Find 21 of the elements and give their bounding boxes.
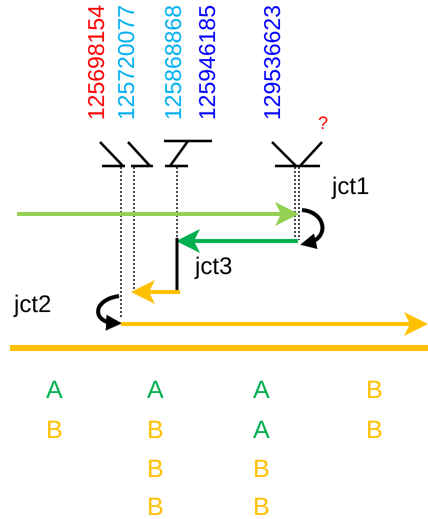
cell-letter: B bbox=[366, 418, 383, 443]
cell-letter: A bbox=[253, 378, 270, 403]
junction-label: jct2 bbox=[14, 293, 52, 317]
coordinate-label: 129536623 bbox=[261, 5, 284, 120]
cell-letter: B bbox=[147, 457, 164, 482]
coordinate-label: 125946185 bbox=[196, 5, 219, 120]
cell-letter: B bbox=[147, 418, 164, 443]
cell-letter: B bbox=[147, 495, 164, 519]
coordinate-label: 125720077 bbox=[115, 5, 138, 120]
coordinate-label: 125868868 bbox=[162, 5, 185, 120]
question-mark: ? bbox=[318, 114, 328, 132]
cell-letter: A bbox=[147, 378, 164, 403]
cell-letter: A bbox=[253, 418, 270, 443]
cell-letter: B bbox=[253, 457, 270, 482]
junction-label: jct1 bbox=[332, 175, 370, 199]
cell-letter: A bbox=[46, 378, 63, 403]
cell-letter: B bbox=[46, 418, 63, 443]
coordinate-label: 125698154 bbox=[85, 5, 108, 120]
junction-label: jct3 bbox=[195, 255, 232, 279]
cell-letter: B bbox=[366, 378, 383, 403]
cell-letter: B bbox=[253, 495, 270, 519]
